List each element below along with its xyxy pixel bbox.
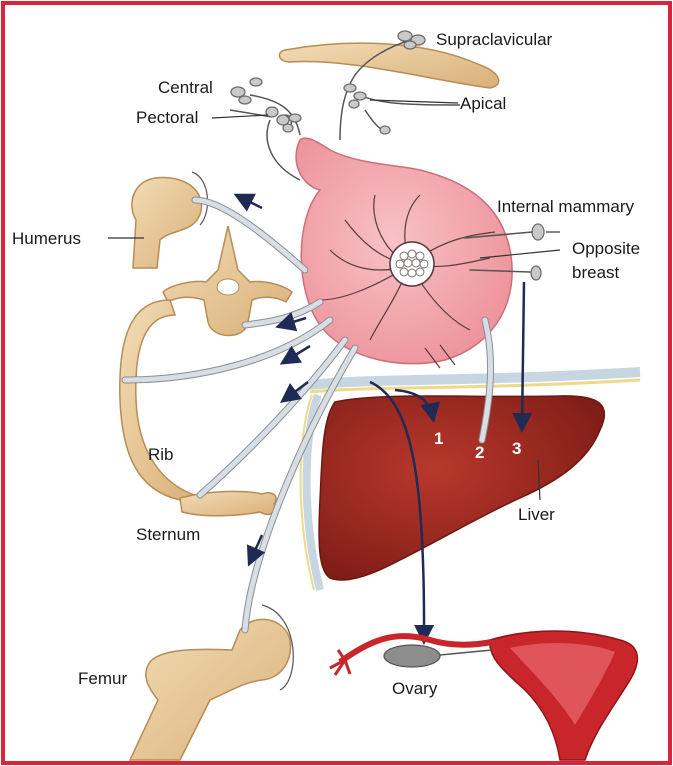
route-number-3: 3 xyxy=(512,439,521,458)
supraclavicular-node xyxy=(398,31,412,41)
label-apical: Apical xyxy=(460,94,506,113)
sternum-bone xyxy=(180,491,276,515)
label-opposite-line1: Opposite xyxy=(572,239,640,258)
route-number-2: 2 xyxy=(475,443,484,462)
label-internal-mammary: Internal mammary xyxy=(497,197,634,216)
opposite-breast-node xyxy=(531,266,541,280)
internal-mammary-node xyxy=(532,224,544,240)
ovary-organ xyxy=(384,645,440,667)
label-liver: Liver xyxy=(518,505,555,524)
label-humerus: Humerus xyxy=(12,229,81,248)
label-central: Central xyxy=(158,78,213,97)
label-femur: Femur xyxy=(78,669,127,688)
label-pectoral: Pectoral xyxy=(136,108,198,127)
label-sternum: Sternum xyxy=(136,525,200,544)
central-node xyxy=(231,87,245,97)
label-rib: Rib xyxy=(148,445,174,464)
label-opposite-line2: breast xyxy=(572,263,620,282)
route-number-1: 1 xyxy=(434,429,443,448)
apical-node xyxy=(344,84,356,92)
label-ovary: Ovary xyxy=(392,679,438,698)
label-supraclavicular: Supraclavicular xyxy=(436,30,553,49)
